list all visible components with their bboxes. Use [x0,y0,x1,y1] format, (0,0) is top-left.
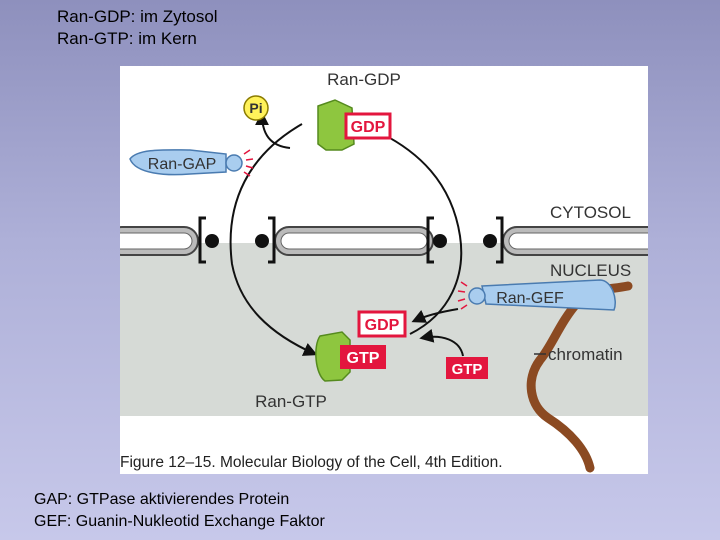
gdp-badge-top: GDP [351,119,386,136]
figure-caption: Figure 12–15. Molecular Biology of the C… [120,454,503,471]
gtp-badge-free: GTP [452,361,483,378]
ran-gap-activity-icon [243,149,254,177]
ran-gef-label: Ran-GEF [496,290,564,307]
ran-gef-activity-icon [457,281,468,310]
nucleus-label: NUCLEUS [550,261,631,280]
export-arrow [367,126,463,335]
gdp-badge-bottom-box [357,310,407,338]
chromatin-label: chromatin [548,345,623,364]
ran-gef-binding-site [468,287,486,305]
ran-cycle-figure: Ran-GDP GDP Pi Ran-GAP CYTOSOL NUCLEUS R… [120,66,648,474]
ran-gdp-location-text: Ran-GDP: im Zytosol [57,7,218,26]
ran-gtp-location-text: Ran-GTP: im Kern [57,29,197,48]
ran-gap-binding-site [225,154,243,172]
ran-cycle-diagram: Ran-GDP GDP Pi Ran-GAP CYTOSOL NUCLEUS R… [120,70,648,473]
ran-gtp-label: Ran-GTP [255,392,327,411]
import-arrow [229,123,318,356]
gef-exchange-arrow [411,308,459,323]
nuclear-pore-left [198,216,276,264]
ran-gap-label: Ran-GAP [148,156,216,173]
pi-label: Pi [249,100,262,116]
nuclear-pore-right [426,216,504,264]
bottom-caption: GAP: GTPase aktivierendes Protein GEF: G… [34,489,325,533]
gtp-badge-free-box [446,357,488,379]
ran-gdp-label: Ran-GDP [327,70,401,89]
gtp-entry-arrow [419,328,464,357]
hydrolysis-arrow [255,111,291,149]
gdp-badge-bottom: GDP [365,317,400,334]
gdp-badge-top-box [344,112,392,140]
pi-icon [243,95,269,121]
gef-definition-text: GEF: Guanin-Nukleotid Exchange Faktor [34,513,325,530]
gtp-badge-bound-box [340,345,386,369]
gtp-badge-bound: GTP [347,350,380,367]
cytosol-label: CYTOSOL [550,203,631,222]
ran-gef-protein [481,279,616,311]
gap-definition-text: GAP: GTPase aktivierendes Protein [34,491,290,508]
top-caption: Ran-GDP: im Zytosol Ran-GTP: im Kern [57,6,218,50]
